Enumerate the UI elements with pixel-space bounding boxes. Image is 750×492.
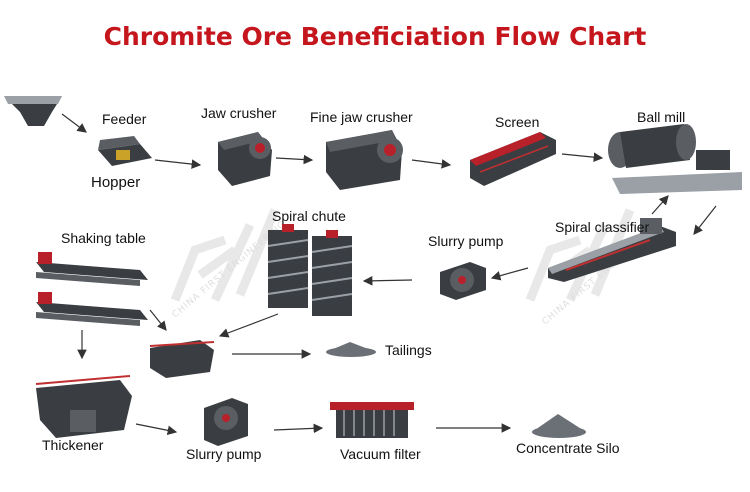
vacuum-filter-machine <box>330 402 414 438</box>
label-hopper: Hopper <box>91 174 141 191</box>
label-fine-jaw-crusher: Fine jaw crusher <box>310 109 413 125</box>
label-jaw-crusher: Jaw crusher <box>201 105 277 121</box>
label-ball-mill: Ball mill <box>637 109 686 125</box>
concentrate-silo-pile <box>532 414 586 438</box>
ball-mill-machine <box>608 124 742 194</box>
label-spiral-classifier: Spiral classifier <box>555 219 650 235</box>
arrow-thickener-pump <box>135 423 178 436</box>
label-vacuum-filter: Vacuum filter <box>340 446 421 462</box>
label-concentrate-silo: Concentrate Silo <box>516 440 620 456</box>
flow-arrows <box>61 113 717 436</box>
shaking-table-machine <box>36 252 148 326</box>
arrow-pump-filter <box>273 423 324 434</box>
label-shaking-table: Shaking table <box>61 230 146 246</box>
fine-jaw-crusher-machine <box>326 130 403 190</box>
arrow-table-thickener <box>149 309 167 331</box>
slurry-pump-1-machine <box>440 262 486 300</box>
arrow-feeder-jaw <box>154 159 202 169</box>
spiral-chute-machine <box>267 224 353 316</box>
slurry-pump-2-machine <box>204 398 248 446</box>
arrow-fine-screen <box>411 159 452 169</box>
hopper-machine <box>4 96 62 126</box>
arrow-jaw-fine <box>275 154 314 165</box>
arrow-screen-ball <box>561 152 604 162</box>
arrow-pump-chute <box>362 276 413 286</box>
screen-machine <box>470 132 556 186</box>
page-title: Chromite Ore Beneficiation Flow Chart <box>103 22 647 51</box>
jaw-crusher-machine <box>218 132 272 186</box>
label-slurry-pump-1: Slurry pump <box>428 233 504 249</box>
label-screen: Screen <box>495 114 540 130</box>
tailings-pile <box>326 342 376 357</box>
arrow-ball-classifier <box>693 205 717 235</box>
arrow-classifier-ball <box>651 195 669 215</box>
feeder-machine <box>98 136 152 166</box>
arrow-chute-thickener <box>218 313 279 338</box>
label-spiral-chute: Spiral chute <box>272 208 346 224</box>
thickener-small-machine <box>149 340 215 378</box>
label-slurry-pump-2: Slurry pump <box>186 446 262 462</box>
label-feeder: Feeder <box>102 111 147 127</box>
arrow-classifier-pump <box>490 267 529 281</box>
label-tailings: Tailings <box>385 342 432 358</box>
arrow-hopper-feeder <box>61 113 87 133</box>
label-thickener: Thickener <box>42 437 104 453</box>
spiral-classifier-machine <box>548 218 676 282</box>
thickener-machine <box>35 375 132 438</box>
